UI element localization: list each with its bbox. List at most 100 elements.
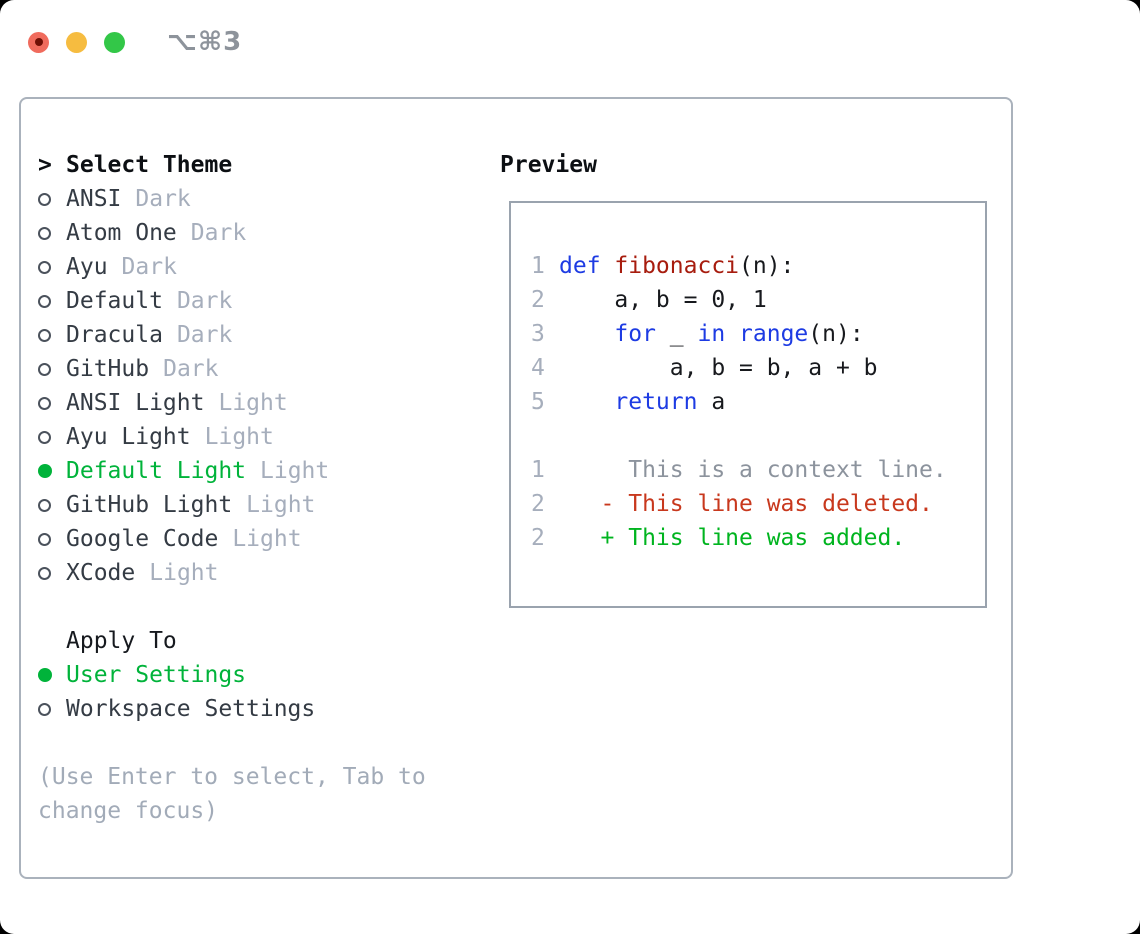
theme-dialog: > Select Theme ANSI Dark Atom One Dark A… (19, 97, 1013, 879)
diff-deleted-text: - This line was deleted. (559, 491, 933, 517)
theme-variant: Light (246, 492, 316, 518)
code-function: fibonacci (614, 253, 740, 279)
theme-variant: Light (204, 424, 274, 450)
code-line: 2 a, b = 0, 1 (531, 283, 985, 317)
line-number: 1 (531, 253, 545, 279)
line-number: 2 (531, 491, 545, 517)
code-plain: _ (655, 321, 698, 347)
code-keyword: return (614, 389, 698, 415)
theme-variant: Dark (190, 220, 247, 246)
radio-unselected-icon (38, 362, 66, 376)
theme-variant: Light (260, 458, 330, 484)
diff-context-text: This is a context line. (559, 457, 947, 483)
theme-variant: Dark (176, 322, 233, 348)
theme-option-selected[interactable]: Default Light Light (38, 454, 500, 488)
theme-name: Google Code (66, 526, 219, 552)
preview-heading: Preview (500, 148, 1011, 182)
apply-to-heading: Apply To (38, 624, 500, 658)
apply-option-label: Workspace Settings (66, 696, 316, 722)
line-number: 2 (531, 525, 545, 551)
radio-unselected-icon (38, 532, 66, 546)
code-keyword: range (739, 321, 809, 347)
theme-name: ANSI (66, 186, 122, 212)
theme-name: Ayu Light (66, 424, 191, 450)
preview-box: 1 def fibonacci(n): 2 a, b = 0, 1 3 for … (509, 201, 987, 608)
theme-option[interactable]: GitHub Dark (38, 352, 500, 386)
theme-name: Ayu (66, 254, 108, 280)
theme-option[interactable]: Google Code Light (38, 522, 500, 556)
theme-variant: Light (218, 390, 288, 416)
theme-option[interactable]: Dracula Dark (38, 318, 500, 352)
hint-text: (Use Enter to select, Tab to change focu… (38, 764, 426, 824)
radio-selected-icon (38, 668, 66, 682)
code-plain: a (697, 389, 726, 415)
theme-variant: Dark (121, 254, 177, 280)
line-number: 5 (531, 389, 545, 415)
window-title: ⌥⌘3 (167, 27, 243, 57)
minimize-button[interactable] (66, 31, 87, 53)
close-button[interactable] (28, 31, 49, 53)
code-plain: a, b = b, a + b (559, 355, 878, 381)
radio-unselected-icon (38, 702, 66, 716)
theme-name: GitHub (66, 356, 150, 382)
theme-name: Default Light (66, 458, 247, 484)
code-line: 4 a, b = b, a + b (531, 351, 985, 385)
code-plain (559, 321, 614, 347)
apply-option-label: User Settings (66, 662, 247, 688)
diff-added-text: + This line was added. (559, 525, 906, 551)
theme-option[interactable]: Ayu Dark (38, 250, 500, 284)
radio-unselected-icon (38, 430, 66, 444)
select-theme-title: Select Theme (66, 152, 233, 178)
code-line: 5 return a (531, 385, 985, 419)
theme-option[interactable]: Atom One Dark (38, 216, 500, 250)
radio-unselected-icon (38, 260, 66, 274)
theme-option[interactable]: XCode Light (38, 556, 500, 590)
apply-option-user-settings[interactable]: User Settings (38, 658, 500, 692)
radio-unselected-icon (38, 498, 66, 512)
line-number: 4 (531, 355, 545, 381)
apply-option-workspace-settings[interactable]: Workspace Settings (38, 692, 500, 726)
radio-unselected-icon (38, 328, 66, 342)
code-plain: (n): (739, 253, 795, 279)
apply-to-title: Apply To (66, 628, 177, 654)
radio-selected-icon (38, 464, 66, 478)
divider (531, 419, 985, 453)
theme-variant: Dark (176, 288, 233, 314)
code-plain: a, b = 0, 1 (559, 287, 767, 313)
code-plain (725, 321, 739, 347)
theme-variant: Dark (163, 356, 219, 382)
preview-column: Preview 1 def fibonacci(n): 2 a, b = 0, … (500, 148, 1011, 828)
zoom-button[interactable] (104, 31, 125, 53)
theme-name: GitHub Light (66, 492, 233, 518)
code-line: 1 def fibonacci(n): (531, 249, 985, 283)
theme-option[interactable]: ANSI Light Light (38, 386, 500, 420)
diff-line-context: 1 This is a context line. (531, 453, 985, 487)
theme-name: Atom One (66, 220, 177, 246)
diff-line-deleted: 2 - This line was deleted. (531, 487, 985, 521)
preview-title: Preview (500, 152, 597, 178)
theme-name: XCode (66, 560, 136, 586)
titlebar: ⌥⌘3 (28, 27, 242, 57)
code-plain (559, 389, 614, 415)
theme-option[interactable]: Default Dark (38, 284, 500, 318)
radio-unselected-icon (38, 192, 66, 206)
code-plain: (n): (808, 321, 864, 347)
line-number: 3 (531, 321, 545, 347)
unsaved-dot-icon (34, 38, 43, 46)
theme-variant: Light (149, 560, 219, 586)
theme-option[interactable]: ANSI Dark (38, 182, 500, 216)
select-theme-heading: > Select Theme (38, 148, 500, 182)
divider (38, 590, 500, 624)
code-keyword: for (614, 321, 656, 347)
line-number: 1 (531, 457, 545, 483)
radio-unselected-icon (38, 226, 66, 240)
theme-name: Dracula (66, 322, 163, 348)
theme-option[interactable]: GitHub Light Light (38, 488, 500, 522)
code-keyword: in (697, 321, 726, 347)
line-number: 2 (531, 287, 545, 313)
theme-variant: Light (232, 526, 302, 552)
theme-option[interactable]: Ayu Light Light (38, 420, 500, 454)
radio-unselected-icon (38, 396, 66, 410)
code-line: 3 for _ in range(n): (531, 317, 985, 351)
